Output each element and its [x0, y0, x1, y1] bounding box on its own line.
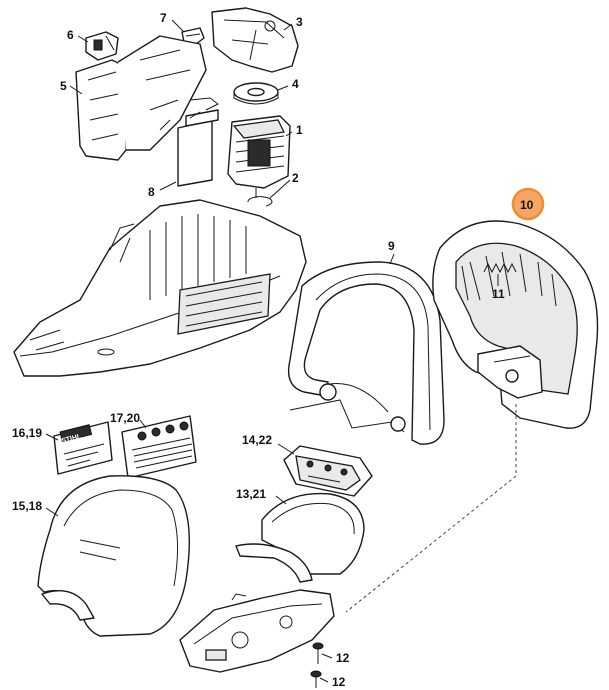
callout-10: 10 — [520, 198, 534, 212]
part-13-21-shell — [235, 492, 365, 583]
part-14-22-control-decal — [283, 445, 373, 497]
part-4-damper — [233, 82, 279, 105]
callout-16-19: 16,19 — [12, 426, 42, 440]
part-8-cover — [177, 109, 219, 187]
part-7-clip — [181, 27, 205, 45]
callout-4: 4 — [292, 77, 299, 91]
callout-17-20: 17,20 — [110, 411, 140, 425]
callout-8: 8 — [148, 185, 155, 199]
callout-7: 7 — [160, 11, 167, 25]
part-16-19-nameplate: STIHL — [53, 421, 113, 475]
part-12-screw-a — [312, 642, 324, 664]
callout-5: 5 — [60, 79, 67, 93]
callout-2: 2 — [292, 171, 299, 185]
callout-11: 11 — [492, 287, 505, 301]
callout-14-22: 14,22 — [242, 433, 272, 447]
callout-12b: 12 — [332, 675, 346, 689]
callout-10-badge: 10 — [511, 187, 545, 221]
callout-9: 9 — [388, 239, 395, 253]
assembly-leader — [345, 404, 517, 613]
callout-13-21: 13,21 — [236, 487, 266, 501]
callout-15-18: 15,18 — [12, 499, 42, 513]
part-12-screw-b — [310, 670, 322, 688]
part-10-rear-handle — [432, 220, 599, 429]
callout-1: 1 — [296, 123, 303, 137]
part-9-bow-handle — [287, 261, 445, 445]
callout-3: 3 — [296, 15, 303, 29]
part-1-motor — [227, 115, 291, 198]
callout-12a: 12 — [336, 651, 350, 665]
spring-wire — [189, 97, 219, 111]
main-housing — [13, 199, 307, 377]
part-11-spring — [483, 262, 517, 274]
part-17-20-warning-label — [121, 415, 197, 479]
part-5-housing — [75, 35, 207, 161]
nameplate-brand: STIHL — [61, 433, 83, 445]
part-2-circlip — [247, 196, 273, 207]
part-3-cover — [211, 7, 299, 73]
callout-6: 6 — [67, 28, 74, 42]
part-6-switch — [85, 31, 119, 61]
lower-housing — [179, 589, 335, 673]
part-15-18-shell — [37, 475, 190, 637]
